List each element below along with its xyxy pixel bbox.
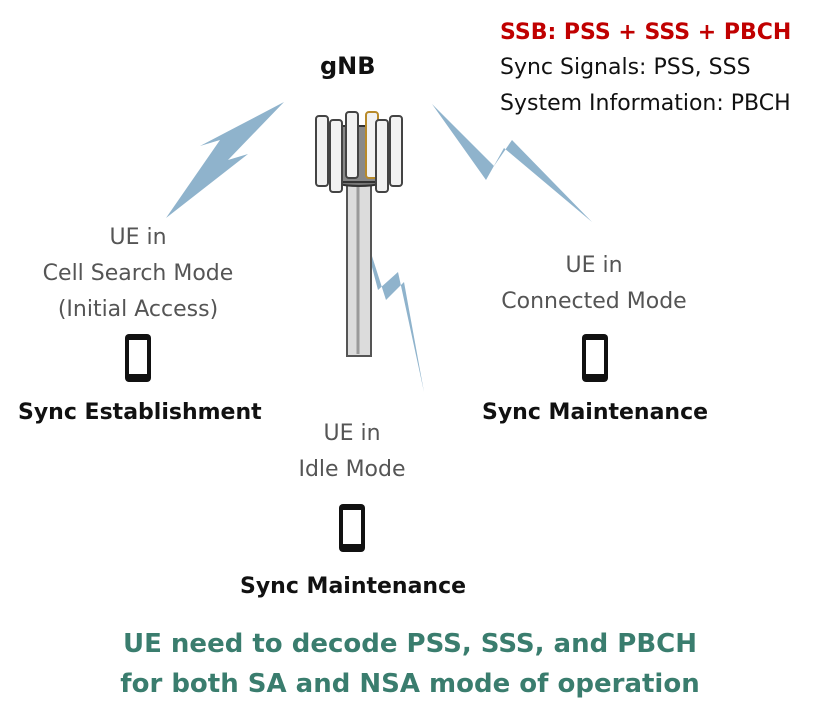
ue-connected-label: UE in Connected Mode	[480, 248, 708, 320]
ue-idle-label: UE in Idle Mode	[262, 416, 442, 488]
ue-line: UE in	[565, 253, 623, 278]
ue-line: UE in	[323, 421, 381, 446]
ssb-legend: SSB: PSS + SSS + PBCH Sync Signals: PSS,…	[500, 16, 791, 122]
ue-line: Cell Search Mode	[42, 261, 234, 286]
ue-line: Idle Mode	[298, 457, 406, 482]
lightning-bolt-left-icon	[166, 102, 284, 218]
gnb-label: gNB	[320, 52, 376, 80]
smartphone-icon	[339, 504, 365, 552]
system-information-line: System Information: PBCH	[500, 91, 791, 116]
sync-establishment-label: Sync Establishment	[18, 400, 262, 425]
ssb-title: SSB: PSS + SSS + PBCH	[500, 20, 792, 45]
bottom-note-line-2: for both SA and NSA mode of operation	[120, 669, 700, 699]
ue-cell-search-label: UE in Cell Search Mode (Initial Access)	[18, 220, 258, 328]
ue-line: UE in	[109, 225, 167, 250]
smartphone-icon	[125, 334, 151, 382]
cell-tower-icon	[315, 111, 403, 357]
bottom-note-line-1: UE need to decode PSS, SSS, and PBCH	[123, 629, 697, 659]
sync-signals-line: Sync Signals: PSS, SSS	[500, 55, 751, 80]
ue-line: Connected Mode	[501, 289, 687, 314]
sync-maintenance-connected-label: Sync Maintenance	[482, 400, 709, 425]
sync-maintenance-idle-label: Sync Maintenance	[240, 574, 467, 599]
ue-line: (Initial Access)	[57, 297, 219, 322]
smartphone-icon	[582, 334, 608, 382]
bottom-note: UE need to decode PSS, SSS, and PBCH for…	[20, 624, 800, 704]
